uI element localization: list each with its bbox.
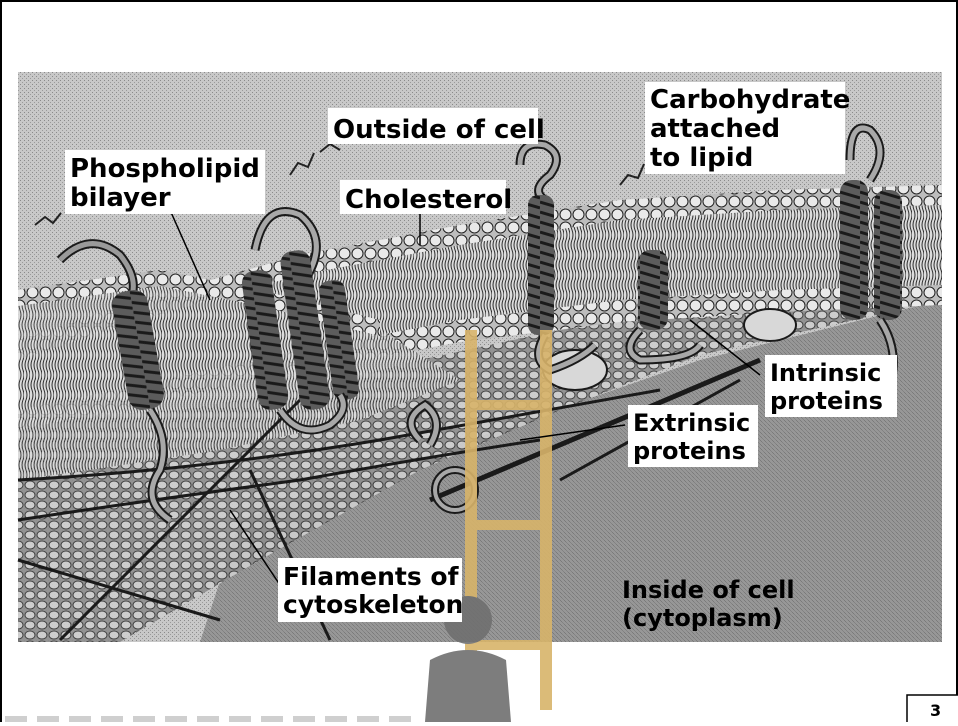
label-filaments-of-cytoskeleton: Filaments of cytoskeleton [278, 558, 463, 622]
label-intrinsic-line1: Intrinsic [770, 359, 881, 387]
label-carbohydrate: Carbohydrate attached to lipid [645, 82, 850, 174]
page-number: 3 [930, 701, 941, 720]
label-extrinsic-line1: Extrinsic [633, 409, 750, 437]
label-outside-line1: Outside of cell [333, 115, 545, 145]
label-carbohydrate-line3: to lipid [650, 143, 753, 173]
label-cholesterol-text: Cholesterol [345, 185, 512, 215]
label-phospholipid-bilayer: Phospholipid bilayer [65, 150, 265, 214]
label-carbohydrate-line2: attached [650, 114, 780, 144]
label-inside-line1: Inside of cell [622, 576, 795, 604]
label-inside-line2: (cytoplasm) [622, 604, 783, 632]
label-extrinsic-line2: proteins [633, 437, 746, 465]
label-intrinsic-proteins: Intrinsic proteins [765, 355, 897, 417]
label-intrinsic-line2: proteins [770, 387, 883, 415]
label-extrinsic-proteins: Extrinsic proteins [628, 405, 758, 467]
label-phospholipid-line1: Phospholipid [70, 154, 260, 184]
label-filaments-line1: Filaments of [283, 562, 460, 591]
label-outside-of-cell: Outside of cell [328, 108, 545, 145]
label-inside-of-cell: Inside of cell (cytoplasm) [622, 576, 795, 632]
label-phospholipid-line2: bilayer [70, 183, 171, 213]
label-carbohydrate-line1: Carbohydrate [650, 85, 850, 115]
label-filaments-line2: cytoskeleton [283, 590, 463, 619]
label-cholesterol: Cholesterol [340, 180, 512, 215]
